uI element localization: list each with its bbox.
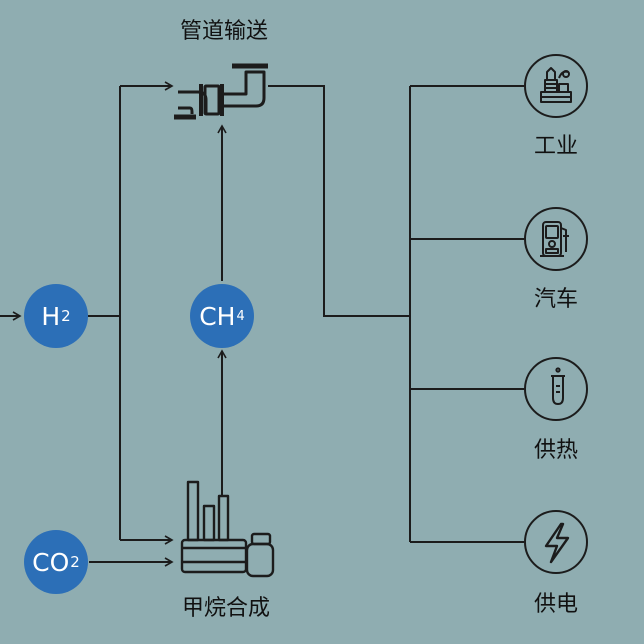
pipeline-label: 管道输送 <box>179 19 269 44</box>
industry-label: 工业 <box>533 134 579 159</box>
vehicles-label: 汽车 <box>533 287 579 312</box>
methanation-plant-icon <box>180 480 275 578</box>
h2-subscript: 2 <box>61 307 71 325</box>
industry-icon-circle <box>524 54 588 118</box>
ch4-subscript: 4 <box>236 308 245 324</box>
heating-icon-circle <box>524 357 588 421</box>
power-icon-circle <box>524 510 588 574</box>
power-label: 供电 <box>533 592 579 617</box>
heating-label: 供热 <box>533 438 579 463</box>
vehicles-icon-circle <box>524 207 588 271</box>
methanation-label: 甲烷合成 <box>181 596 271 621</box>
co2-subscript: 2 <box>70 553 80 571</box>
pipeline-icon <box>174 63 268 120</box>
co2-main: CO <box>32 547 70 577</box>
ch4-main: CH <box>199 301 236 331</box>
h2-main: H <box>41 301 61 331</box>
pipeline-output-line <box>268 85 410 317</box>
